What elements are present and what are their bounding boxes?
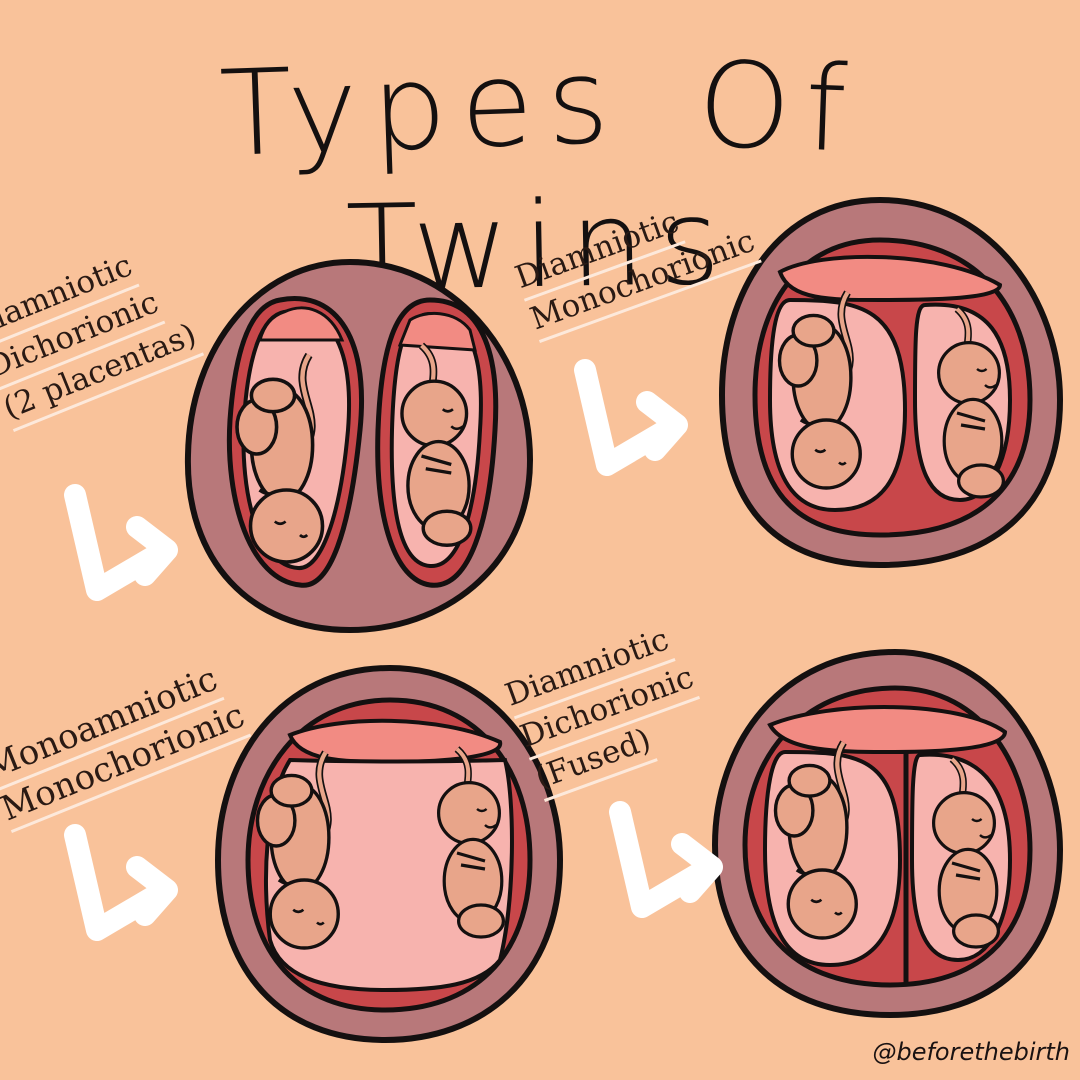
- diagram-dichorionic-separate: [184, 258, 534, 634]
- arrow-icon: [75, 835, 167, 930]
- arrow-icon: [620, 812, 712, 907]
- arrow-icon: [75, 495, 167, 590]
- diagram-monoamniotic: [214, 664, 564, 1044]
- diagram-monochorionic-diamniotic: [718, 196, 1064, 569]
- arrow-icon: [585, 370, 677, 465]
- diagram-dichorionic-fused: [711, 648, 1064, 1019]
- credit-handle: @beforethebirth: [872, 1038, 1070, 1066]
